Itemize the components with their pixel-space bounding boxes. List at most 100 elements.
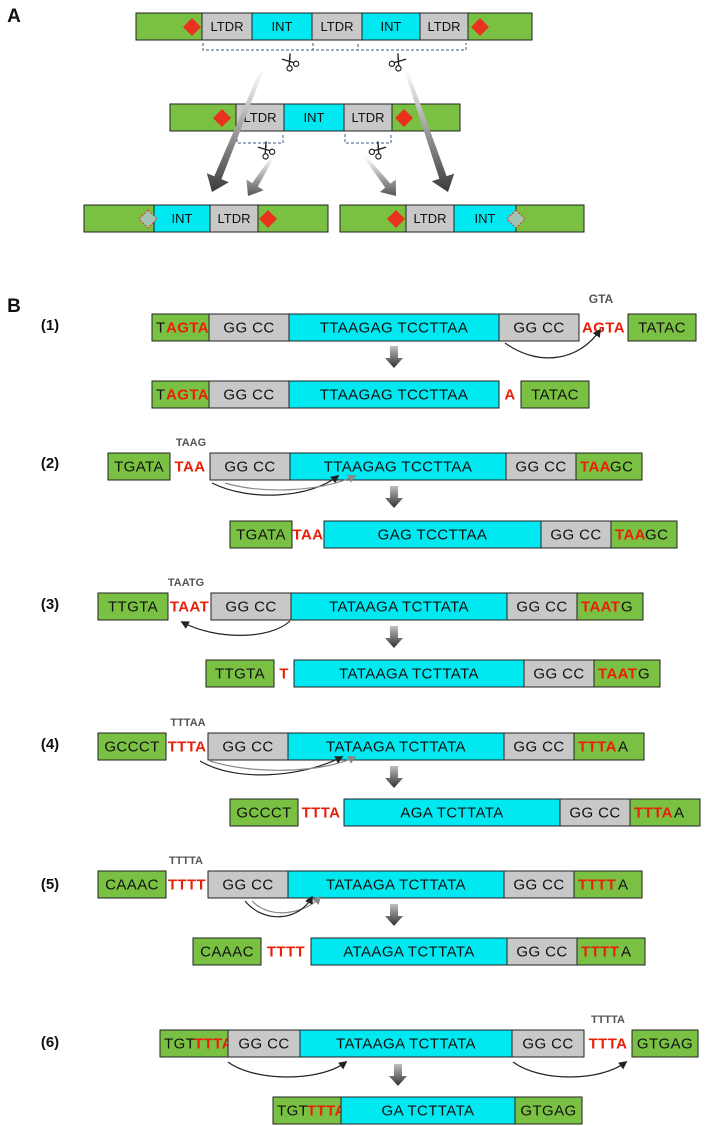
b-row6-bottom-int-box-1 [340,1096,516,1125]
b-row3-top-flank-box-5 [576,592,644,621]
a-row3-right-site-empty [506,209,526,229]
b-row2-top-int-text-3: TTAAGAG TCCTTAA [324,458,473,475]
b-row2-top-flank-text-5-0: TAA [580,458,611,475]
b-row3-top-flank-text-5-1: G [621,598,633,615]
b-row6-top-ltr-box-3 [511,1029,585,1058]
a-row1-ltr-1 [201,12,253,41]
a-row2-ltr-3 [343,103,393,132]
panel-b-label: B [7,296,21,317]
b-row5-top-flank-text-5-1: A [618,876,628,893]
b-row5-top-int-text-3: TATAAGA TCTTATA [326,876,466,893]
b-row5-top-ltr-text-2: GG CC [222,876,273,893]
b-row5-bottom-flank-box-0 [192,937,262,966]
b-row2-id: (2) [41,455,59,472]
b-row2-bottom-flank-box-0 [229,520,293,549]
b-row3-bottom-flank-text-4-1: G [638,665,650,682]
b-row4-top-int-box-3 [287,732,505,761]
b-row2-note: TAAG [176,437,206,449]
a-row1-site-right [471,18,489,36]
b-row1-id: (1) [41,317,59,334]
b-row1-note: GTA [589,292,614,306]
b-row2-top-ltr-text-4: GG CC [515,458,566,475]
b-row1-top-int-text-2: TTAAGAG TCCTTAA [320,319,469,336]
b-row1-bottom-flank-text-0-0: T [156,386,166,403]
b-row1-bottom-flank-box-0 [151,380,210,409]
b-row5-bottom-flank-text-4-0: TTTT [581,943,619,960]
b-row5-bottom-flank-text-0: CAAAC [200,943,254,960]
b-row5-top-flank-box-0 [97,870,167,899]
b-row2-bottom-flank-text-0: TGATA [236,526,286,543]
b-row5-top-gap-text-1: TTTT [168,876,206,893]
a-row1-scissors-left-icon [279,51,301,73]
b-row6-arc-right [512,1060,628,1078]
a-row1-bracket-left [202,43,359,51]
b-row6-id: (6) [41,1034,59,1051]
b-row4-bottom-gap-text-1: TTTA [302,804,341,821]
b-row5-note: TTTTA [169,855,203,867]
b-row2-down-arrow [385,486,403,508]
b-row2-bottom-flank-box-4 [610,520,678,549]
a-row1-site-left [183,18,201,36]
a-row1-int-label-4: INT [381,19,402,34]
b-row3-arc-0 [180,620,291,636]
a-row3-right-int-2 [453,204,517,233]
b-row3-top-flank-box-0 [97,592,169,621]
b-row1-top-ltr-box-1 [208,313,290,342]
b-row4-id: (4) [41,736,59,753]
b-row1-top-flank-text-0-1: AGTA [166,319,209,336]
a-arrow-short-right [364,157,396,196]
b-row4-bottom-flank-text-4-0: TTTA [634,804,673,821]
b-row5-bottom-flank-text-4-1: A [621,943,631,960]
a-row1-ltdr-label-3: LTDR [321,19,354,34]
b-row4-top-flank-box-5 [573,732,645,761]
b-row1-arc [504,328,601,359]
b-row2-top-flank-text-5-1: GC [610,458,633,475]
b-row1-bottom-flank-text-0-1: AGTA [166,386,209,403]
b-row5-bottom-gap-text-1: TTTT [267,943,305,960]
b-row3-top-ltr-box-2 [210,592,292,621]
b-row1-bottom-ltr-text-1: GG CC [223,386,274,403]
a-row2-bracket-left [236,134,284,144]
a-arrow-long-left [206,69,264,192]
b-row6-top-flank-text-5: GTGAG [637,1035,693,1052]
b-row1-bottom-ltr-box-1 [208,380,290,409]
a-row2-int-label-2: INT [304,110,325,125]
b-row2-bottom-int-text-2: GAG TCCTTAA [378,526,488,543]
a-arrow-short-left [246,157,274,196]
b-row4-bottom-ltr-text-3: GG CC [569,804,620,821]
a-row3-right-int-label-2: INT [475,211,496,226]
a-row1-int-label-2: INT [272,19,293,34]
b-row2-arc-0 [211,474,340,496]
b-row5-top-ltr-text-4: GG CC [513,876,564,893]
a-row3-right-site [387,210,405,228]
b-row5-top-flank-text-5-0: TTTT [578,876,616,893]
b-row6-bottom-flank-box-0 [272,1096,342,1125]
b-row4-bottom-flank-text-0: GCCCT [236,804,291,821]
b-row6-bottom-int-text-1: GA TCTTATA [382,1102,475,1119]
b-row6-top-gap-text-4: TTTA [589,1035,628,1052]
b-row1-top-flank-text-5: TATAC [638,319,686,336]
b-row1-top-flank-text-0-0: T [156,319,166,336]
b-row1-top-ltr-text-1: GG CC [223,319,274,336]
b-row1-top-ltr-text-3: GG CC [513,319,564,336]
a-row3-right-flank-3 [515,204,585,233]
b-row1-bottom-flank-box-4 [520,380,590,409]
b-row6-down-arrow [389,1064,407,1086]
a-row2-site-left [213,109,231,127]
b-row1-down-arrow [385,346,403,368]
b-row2-top-gap-text-1: TAA [175,458,206,475]
b-row6-top-ltr-text-3: GG CC [522,1035,573,1052]
b-row5-top-flank-box-5 [573,870,643,899]
b-row6-top-flank-box-5 [631,1029,699,1058]
b-row3-bottom-int-box-2 [293,659,525,688]
b-row3-top-ltr-text-4: GG CC [516,598,567,615]
b-row3-top-flank-text-5-0: TAAT [581,598,620,615]
b-row2-top-flank-box-0 [107,452,171,481]
b-row1-top-flank-box-5 [627,313,697,342]
b-row3-bottom-flank-box-4 [593,659,661,688]
a-row1-ltdr-label-1: LTDR [211,19,244,34]
b-row4-bottom-flank-box-0 [229,798,299,827]
b-row4-top-int-text-3: TATAAGA TCTTATA [326,738,466,755]
b-row4-bottom-flank-text-4-1: A [674,804,684,821]
